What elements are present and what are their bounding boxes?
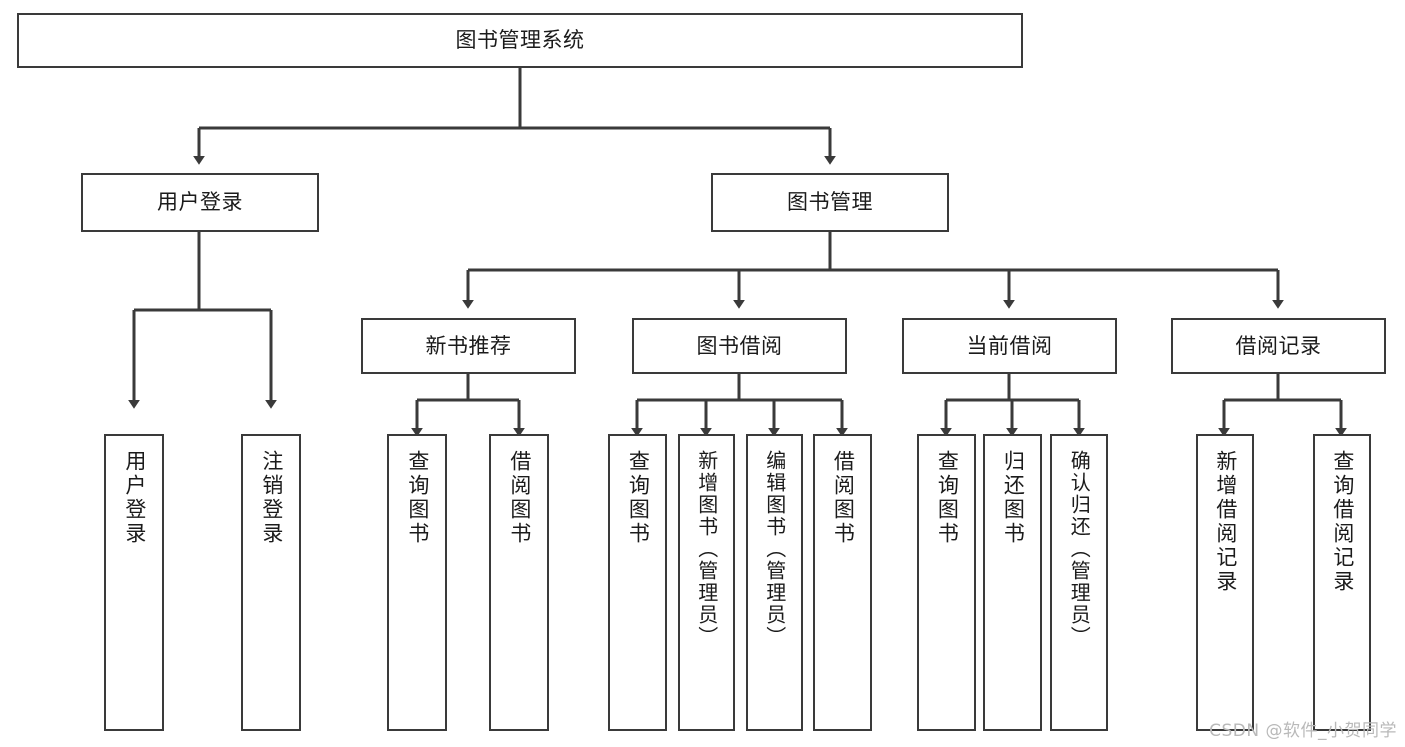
leaf-user-login-label: 用户登录	[122, 450, 147, 546]
node-book-management[interactable]: 图书管理	[711, 173, 949, 232]
node-current-borrow[interactable]: 当前借阅	[902, 318, 1117, 374]
leaf-newbook-query-book[interactable]: 查询图书	[387, 434, 447, 731]
leaf-current-confirm-return-admin-label: 确认归还（管理员）	[1067, 450, 1092, 648]
leaf-current-return-book[interactable]: 归还图书	[983, 434, 1042, 731]
leaf-borrow-borrow-book-label: 借阅图书	[831, 450, 856, 546]
node-book-management-label: 图书管理	[787, 190, 873, 215]
node-root-label: 图书管理系统	[455, 28, 585, 53]
leaf-record-query-borrow-record-label: 查询借阅记录	[1330, 450, 1355, 594]
node-new-book-recommend[interactable]: 新书推荐	[361, 318, 576, 374]
leaf-logout[interactable]: 注销登录	[241, 434, 301, 731]
leaf-borrow-add-book-admin[interactable]: 新增图书（管理员）	[678, 434, 735, 731]
csdn-watermark: CSDN @软件_小贺同学	[1209, 721, 1397, 741]
node-user-login[interactable]: 用户登录	[81, 173, 319, 232]
leaf-newbook-query-book-label: 查询图书	[405, 450, 430, 546]
leaf-newbook-borrow-book-label: 借阅图书	[507, 450, 532, 546]
node-current-borrow-label: 当前借阅	[966, 333, 1053, 358]
node-borrow-record[interactable]: 借阅记录	[1171, 318, 1386, 374]
node-book-borrow-label: 图书借阅	[696, 333, 783, 358]
leaf-borrow-query-book-label: 查询图书	[626, 450, 651, 546]
leaf-user-login[interactable]: 用户登录	[104, 434, 164, 731]
leaf-current-confirm-return-admin[interactable]: 确认归还（管理员）	[1050, 434, 1108, 731]
leaf-newbook-borrow-book[interactable]: 借阅图书	[489, 434, 549, 731]
leaf-borrow-query-book[interactable]: 查询图书	[608, 434, 667, 731]
node-root-book-management-system[interactable]: 图书管理系统	[17, 13, 1023, 68]
leaf-borrow-edit-book-admin[interactable]: 编辑图书（管理员）	[746, 434, 803, 731]
leaf-current-query-book[interactable]: 查询图书	[917, 434, 976, 731]
leaf-record-add-borrow-record-label: 新增借阅记录	[1213, 450, 1238, 594]
leaf-current-query-book-label: 查询图书	[935, 450, 960, 546]
leaf-record-query-borrow-record[interactable]: 查询借阅记录	[1313, 434, 1371, 731]
leaf-borrow-add-book-admin-label: 新增图书（管理员）	[694, 450, 719, 648]
node-user-login-label: 用户登录	[157, 190, 243, 215]
leaf-record-add-borrow-record[interactable]: 新增借阅记录	[1196, 434, 1254, 731]
leaf-borrow-borrow-book[interactable]: 借阅图书	[813, 434, 872, 731]
leaf-borrow-edit-book-admin-label: 编辑图书（管理员）	[762, 450, 787, 648]
node-borrow-record-label: 借阅记录	[1235, 333, 1322, 358]
node-new-book-recommend-label: 新书推荐	[425, 333, 512, 358]
leaf-current-return-book-label: 归还图书	[1001, 450, 1026, 546]
leaf-logout-label: 注销登录	[259, 450, 284, 546]
node-book-borrow[interactable]: 图书借阅	[632, 318, 847, 374]
